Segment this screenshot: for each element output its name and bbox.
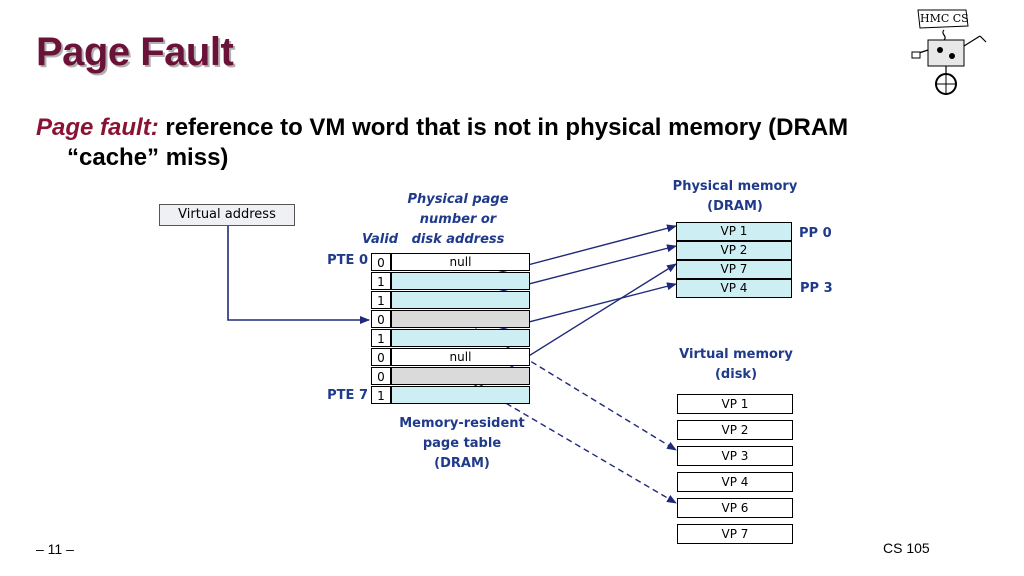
pte6-entry [391, 367, 530, 385]
physical-page-3: VP 4 [676, 279, 792, 298]
ppn-header-line-2: number or [419, 212, 497, 227]
pp3-label-text: PP 3 [800, 281, 833, 296]
physical-page-1: VP 2 [676, 241, 792, 260]
disk-page-0: VP 1 [677, 394, 793, 414]
disk-page-5: VP 7 [677, 524, 793, 544]
subtitle-line-2: “cache” miss) [67, 144, 229, 171]
pte1-entry [391, 272, 530, 290]
pp0-label-text: PP 0 [799, 226, 832, 241]
hmc-cs-logo: HMC CS [908, 6, 992, 98]
physical-memory-title: Physical memory (DRAM) [664, 177, 806, 217]
disk-page-2: VP 3 [677, 446, 793, 466]
pte7-entry [391, 386, 530, 404]
pte4-entry [391, 329, 530, 347]
ppn-header-line-3: disk address [411, 232, 505, 247]
virtual-address-arrow [227, 226, 370, 324]
pte5-valid: 0 [371, 348, 391, 366]
pte2-entry [391, 291, 530, 309]
subtitle-term: Page fault: [36, 114, 159, 141]
page-table-caption-line-3: (DRAM) [434, 456, 490, 471]
pte0-label: PTE 0 [327, 253, 368, 268]
virtual-memory-title-line-2: (disk) [714, 367, 758, 382]
valid-header: Valid [361, 232, 399, 247]
physical-page-2: VP 7 [676, 260, 792, 279]
disk-page-4: VP 6 [677, 498, 793, 518]
subtitle-line-1: Page fault: reference to VM word that is… [36, 114, 848, 142]
page-title: Page Fault [36, 30, 234, 74]
pp3-label: PP 3 [800, 281, 833, 296]
virtual-memory-title-line-1: Virtual memory [679, 347, 793, 362]
course-label: CS 105 [883, 540, 930, 556]
disk-page-3: VP 4 [677, 472, 793, 492]
page-table-caption-line-1: Memory-resident [399, 416, 525, 431]
ppn-header: Physical page number or disk address [396, 190, 520, 250]
physical-memory-title-line-2: (DRAM) [707, 199, 763, 214]
page-table-caption: Memory-resident page table (DRAM) [390, 414, 534, 474]
virtual-address-box: Virtual address [159, 204, 295, 226]
pte4-valid: 1 [371, 329, 391, 347]
subtitle-text-1: reference to VM word that is not in phys… [165, 114, 849, 141]
pp0-label: PP 0 [799, 226, 832, 241]
virtual-memory-title: Virtual memory (disk) [666, 345, 806, 385]
pte7-label: PTE 7 [327, 388, 368, 403]
pte0-valid: 0 [371, 253, 391, 271]
slide-number: – 11 – [36, 541, 74, 557]
pte0-entry: null [391, 253, 530, 271]
pte7-valid: 1 [371, 386, 391, 404]
disk-page-1: VP 2 [677, 420, 793, 440]
pte6-valid: 0 [371, 367, 391, 385]
robot-logo-icon: HMC CS [911, 9, 987, 95]
ppn-header-line-1: Physical page [407, 192, 509, 207]
pte3-entry [391, 310, 530, 328]
pte5-entry: null [391, 348, 530, 366]
pte2-valid: 1 [371, 291, 391, 309]
pte3-valid: 0 [371, 310, 391, 328]
logo-text: HMC CS [920, 12, 969, 25]
page-table-caption-line-2: page table [422, 436, 502, 451]
physical-memory-title-line-1: Physical memory [672, 179, 798, 194]
pte1-valid: 1 [371, 272, 391, 290]
physical-page-0: VP 1 [676, 222, 792, 241]
